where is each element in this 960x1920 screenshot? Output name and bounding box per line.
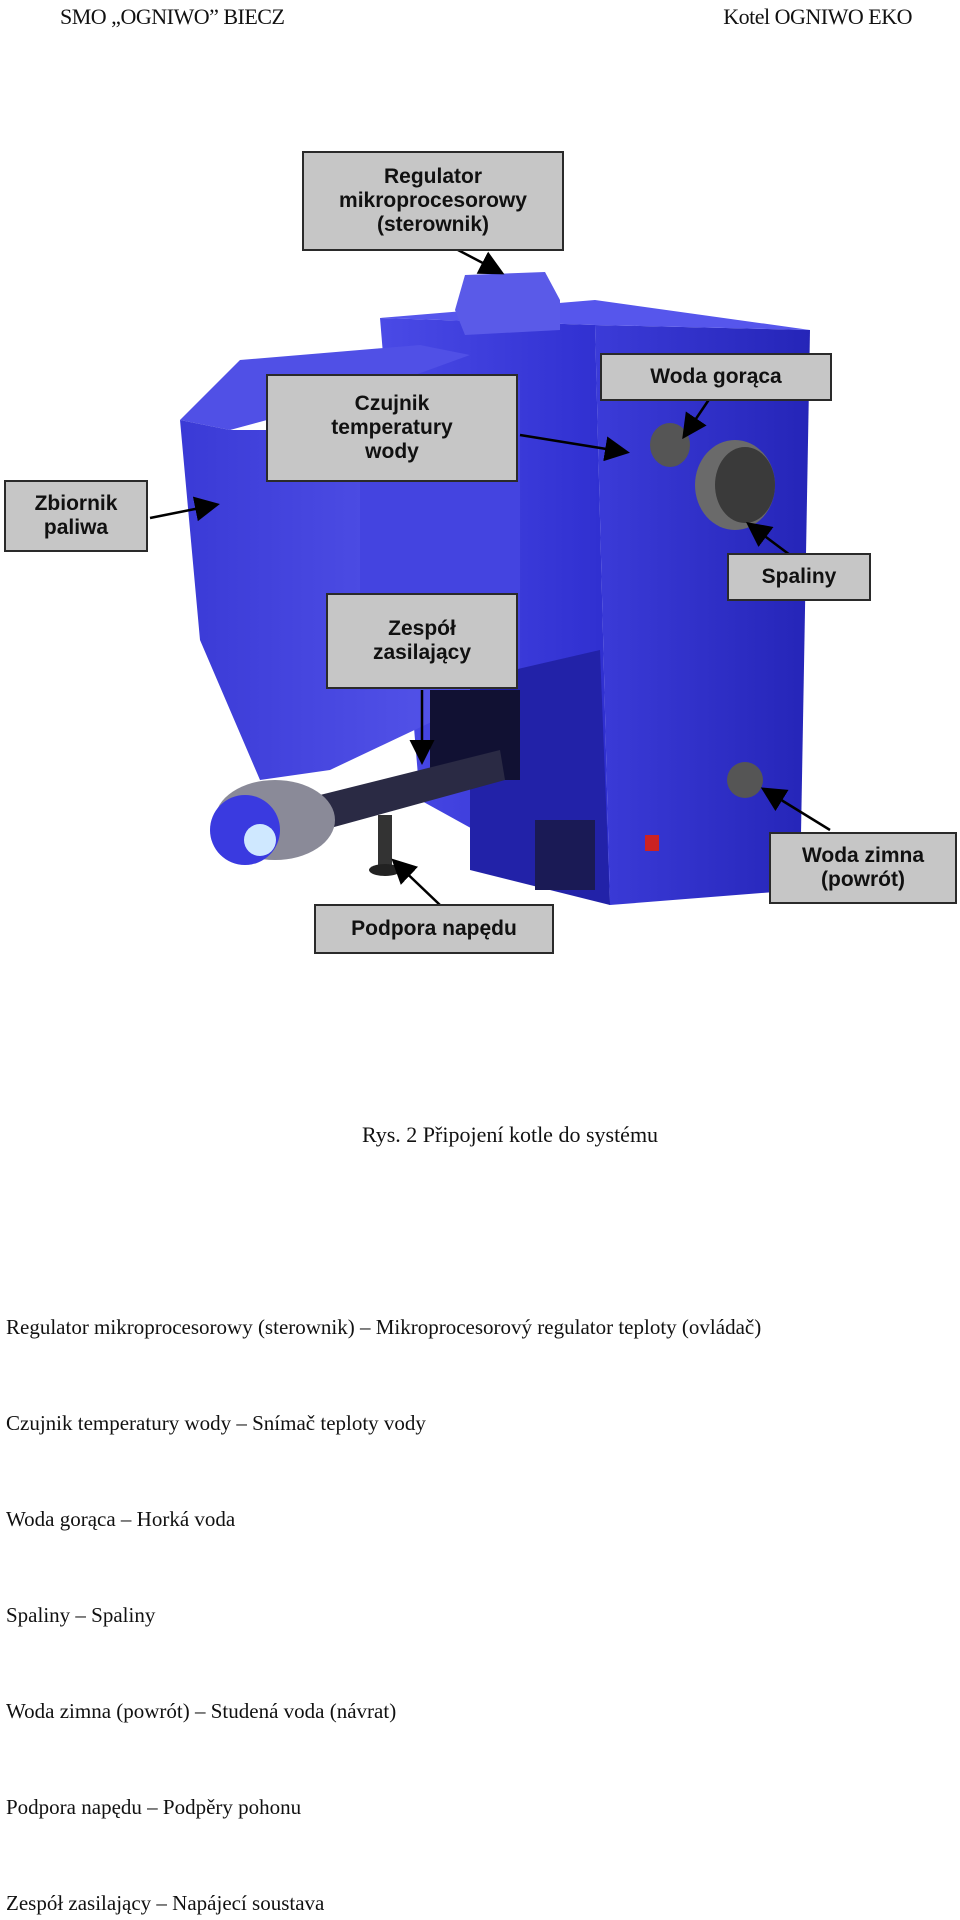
translation-line: Spaliny – Spaliny <box>6 1603 156 1627</box>
label-zespol: Zespół zasilający <box>326 593 518 689</box>
ash-door <box>535 820 595 890</box>
arrow-regulator <box>457 248 505 275</box>
controller-box <box>455 272 560 335</box>
motor-lens <box>244 824 276 856</box>
translation-line: Czujnik temperatury wody – Snímač teplot… <box>6 1411 426 1435</box>
label-podpora: Podpora napędu <box>314 904 554 954</box>
translation-line: Zespół zasilający – Napájecí soustava <box>6 1891 325 1915</box>
label-woda-zimna: Woda zimna (powrót) <box>769 832 957 904</box>
boiler-top <box>380 300 810 330</box>
arrow-czujnik <box>519 433 630 462</box>
label-czujnik: Czujnik temperatury wody <box>266 374 518 482</box>
support-foot <box>369 864 401 876</box>
arrow-woda-goraca <box>682 397 712 440</box>
figure-caption: Rys. 2 Připojení kotle do systému <box>361 1122 659 1147</box>
label-woda-goraca: Woda gorąca <box>600 353 832 401</box>
flue-pipe-inner <box>715 447 775 523</box>
arrow-podpora <box>391 858 441 906</box>
arrow-zbiornik <box>149 496 220 522</box>
translation-line: Podpora napędu – Podpěry pohonu <box>6 1795 302 1819</box>
translation-line: Regulator mikroprocesorowy (sterownik) –… <box>6 1315 762 1339</box>
hot-water-pipe <box>650 423 690 467</box>
translation-line: Woda zimna (powrót) – Studená voda (návr… <box>6 1699 397 1723</box>
cold-water-pipe <box>727 762 763 798</box>
header-right: Kotel OGNIWO EKO <box>723 4 912 29</box>
drain-valve <box>645 835 659 851</box>
support-leg <box>378 815 392 870</box>
auger-tube <box>300 750 505 835</box>
label-zbiornik: Zbiornik paliwa <box>4 480 148 552</box>
label-regulator: Regulator mikroprocesorowy (sterownik) <box>302 151 564 251</box>
translation-line: Woda gorąca – Horká voda <box>6 1507 236 1531</box>
boiler-side-panel <box>595 325 810 905</box>
boiler-figure: Regulator mikroprocesorowy (sterownik) C… <box>0 140 960 960</box>
header-left: SMO „OGNIWO” BIECZ <box>60 4 285 29</box>
arrow-spaliny <box>746 522 791 556</box>
arrow-woda-zimna <box>760 787 831 832</box>
label-spaliny: Spaliny <box>727 553 871 601</box>
